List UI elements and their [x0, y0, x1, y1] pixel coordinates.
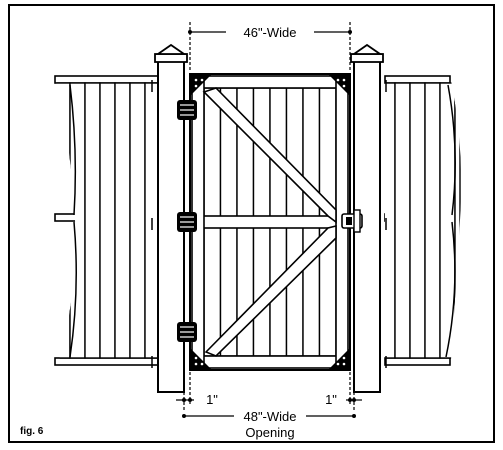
opening-dimension: 1" 1" 48"-Wide Opening [176, 372, 362, 440]
right-post-cap [350, 53, 384, 63]
gate-width-dimension: 46"-Wide [188, 22, 352, 70]
right-fence-section [384, 75, 461, 366]
lower-brace [204, 224, 337, 357]
left-gap-label: 1" [206, 392, 218, 407]
gate-latch [341, 209, 363, 233]
upper-brace [202, 87, 337, 224]
fence-picket [454, 82, 461, 359]
fence-picket [99, 82, 116, 359]
gate-width-label: 46"-Wide [243, 25, 296, 40]
fence-picket [114, 82, 131, 359]
opening-label: Opening [245, 425, 294, 440]
left-post-cap [154, 53, 188, 63]
opening-width-label: 48"-Wide [243, 409, 296, 424]
gate-panel [189, 73, 351, 371]
fence-picket [394, 82, 411, 359]
fence-picket [409, 82, 426, 359]
left-fence-section [54, 75, 161, 366]
figure-label: fig. 6 [20, 426, 44, 437]
fence-picket [385, 82, 396, 359]
fence-picket [424, 82, 441, 359]
figure-frame [8, 4, 495, 443]
hinge-bottom [177, 322, 197, 342]
fence-picket [84, 82, 101, 359]
fence-picket [129, 82, 146, 359]
right-gap-label: 1" [325, 392, 337, 407]
hinge-middle [177, 212, 197, 232]
hinge-top [177, 100, 197, 120]
